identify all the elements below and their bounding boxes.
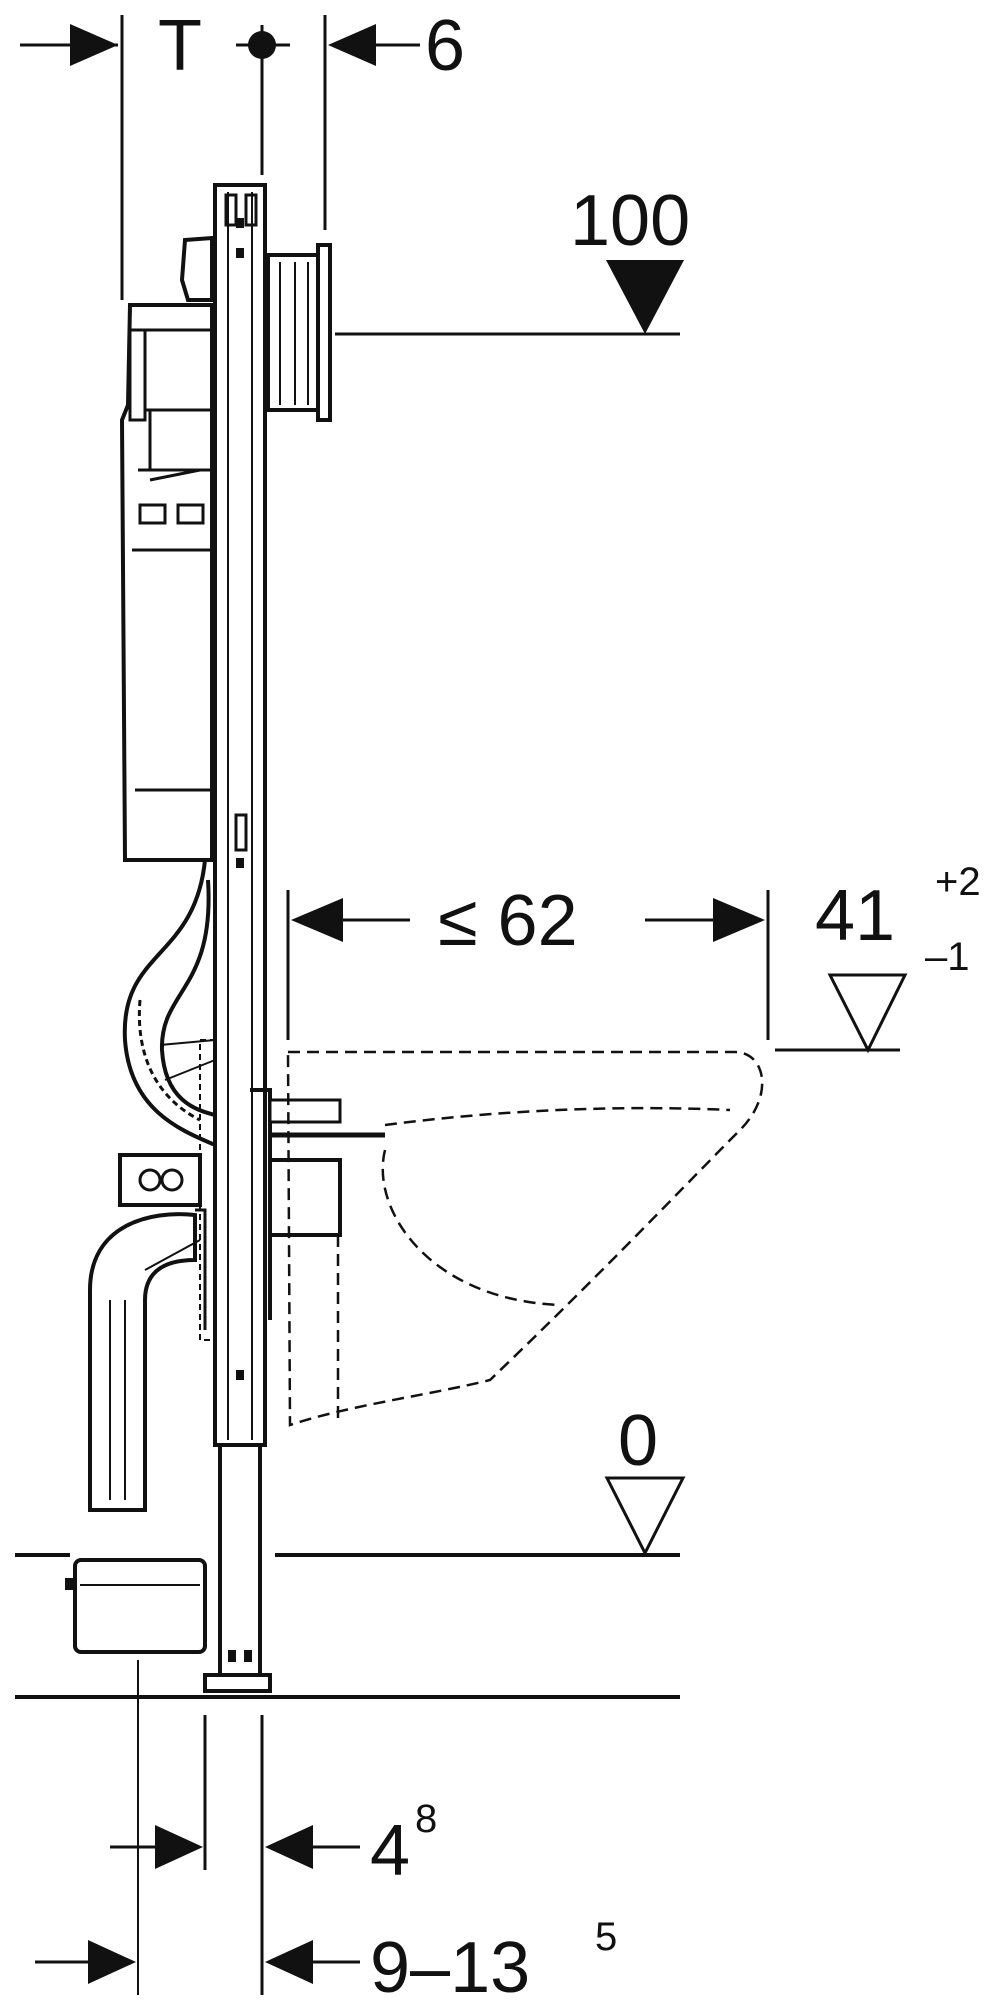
frame-leg — [218, 1443, 262, 1682]
height-100-marker: 100 — [335, 181, 690, 336]
drain-box — [65, 1558, 207, 1654]
level-triangle-100 — [606, 260, 684, 334]
flush-plate — [266, 243, 332, 422]
top-dimension-group: T 6 — [20, 6, 465, 300]
arrow-62-left — [291, 898, 343, 942]
flush-pipe — [122, 859, 216, 1147]
arrow-48-right — [265, 1825, 313, 1869]
installation-frame — [203, 183, 272, 1693]
bottom-dimension-group: 4 8 9–13 5 — [35, 1660, 617, 2000]
level-triangle-41 — [827, 973, 908, 1054]
arrow-t-left — [70, 24, 118, 66]
label-41: 41 — [815, 876, 895, 956]
arrow-62-right — [713, 898, 765, 942]
label-t: T — [158, 6, 202, 86]
floor-level-marker: 0 — [15, 1401, 686, 1699]
toilet-pan-outline — [286, 1050, 764, 1427]
pan-depth-dimension: ≤ 62 — [286, 881, 770, 1040]
arrow-48-left — [155, 1825, 203, 1869]
frame-foot — [203, 1673, 272, 1693]
drain-assembly — [88, 1039, 385, 1512]
label-9135-exp: 5 — [595, 1915, 617, 1959]
label-62: ≤ 62 — [438, 881, 578, 961]
arrow-9135-left — [88, 1940, 136, 1984]
label-9135-base: 9–13 — [370, 1928, 530, 2000]
arrow-6 — [328, 24, 376, 66]
mounting-bolt — [268, 1098, 342, 1124]
label-0: 0 — [618, 1401, 658, 1481]
label-100: 100 — [570, 181, 690, 261]
label-41-tol-minus: –1 — [925, 935, 970, 979]
level-triangle-0 — [604, 1476, 686, 1557]
cistern — [119, 235, 214, 862]
label-6: 6 — [425, 6, 465, 86]
label-41-tol-plus: +2 — [935, 860, 981, 904]
label-48-exp: 8 — [415, 1797, 437, 1841]
label-48-base: 4 — [370, 1811, 410, 1891]
pan-height-marker: 41 +2 –1 — [775, 860, 981, 1054]
arrow-9135-right — [265, 1940, 313, 1984]
